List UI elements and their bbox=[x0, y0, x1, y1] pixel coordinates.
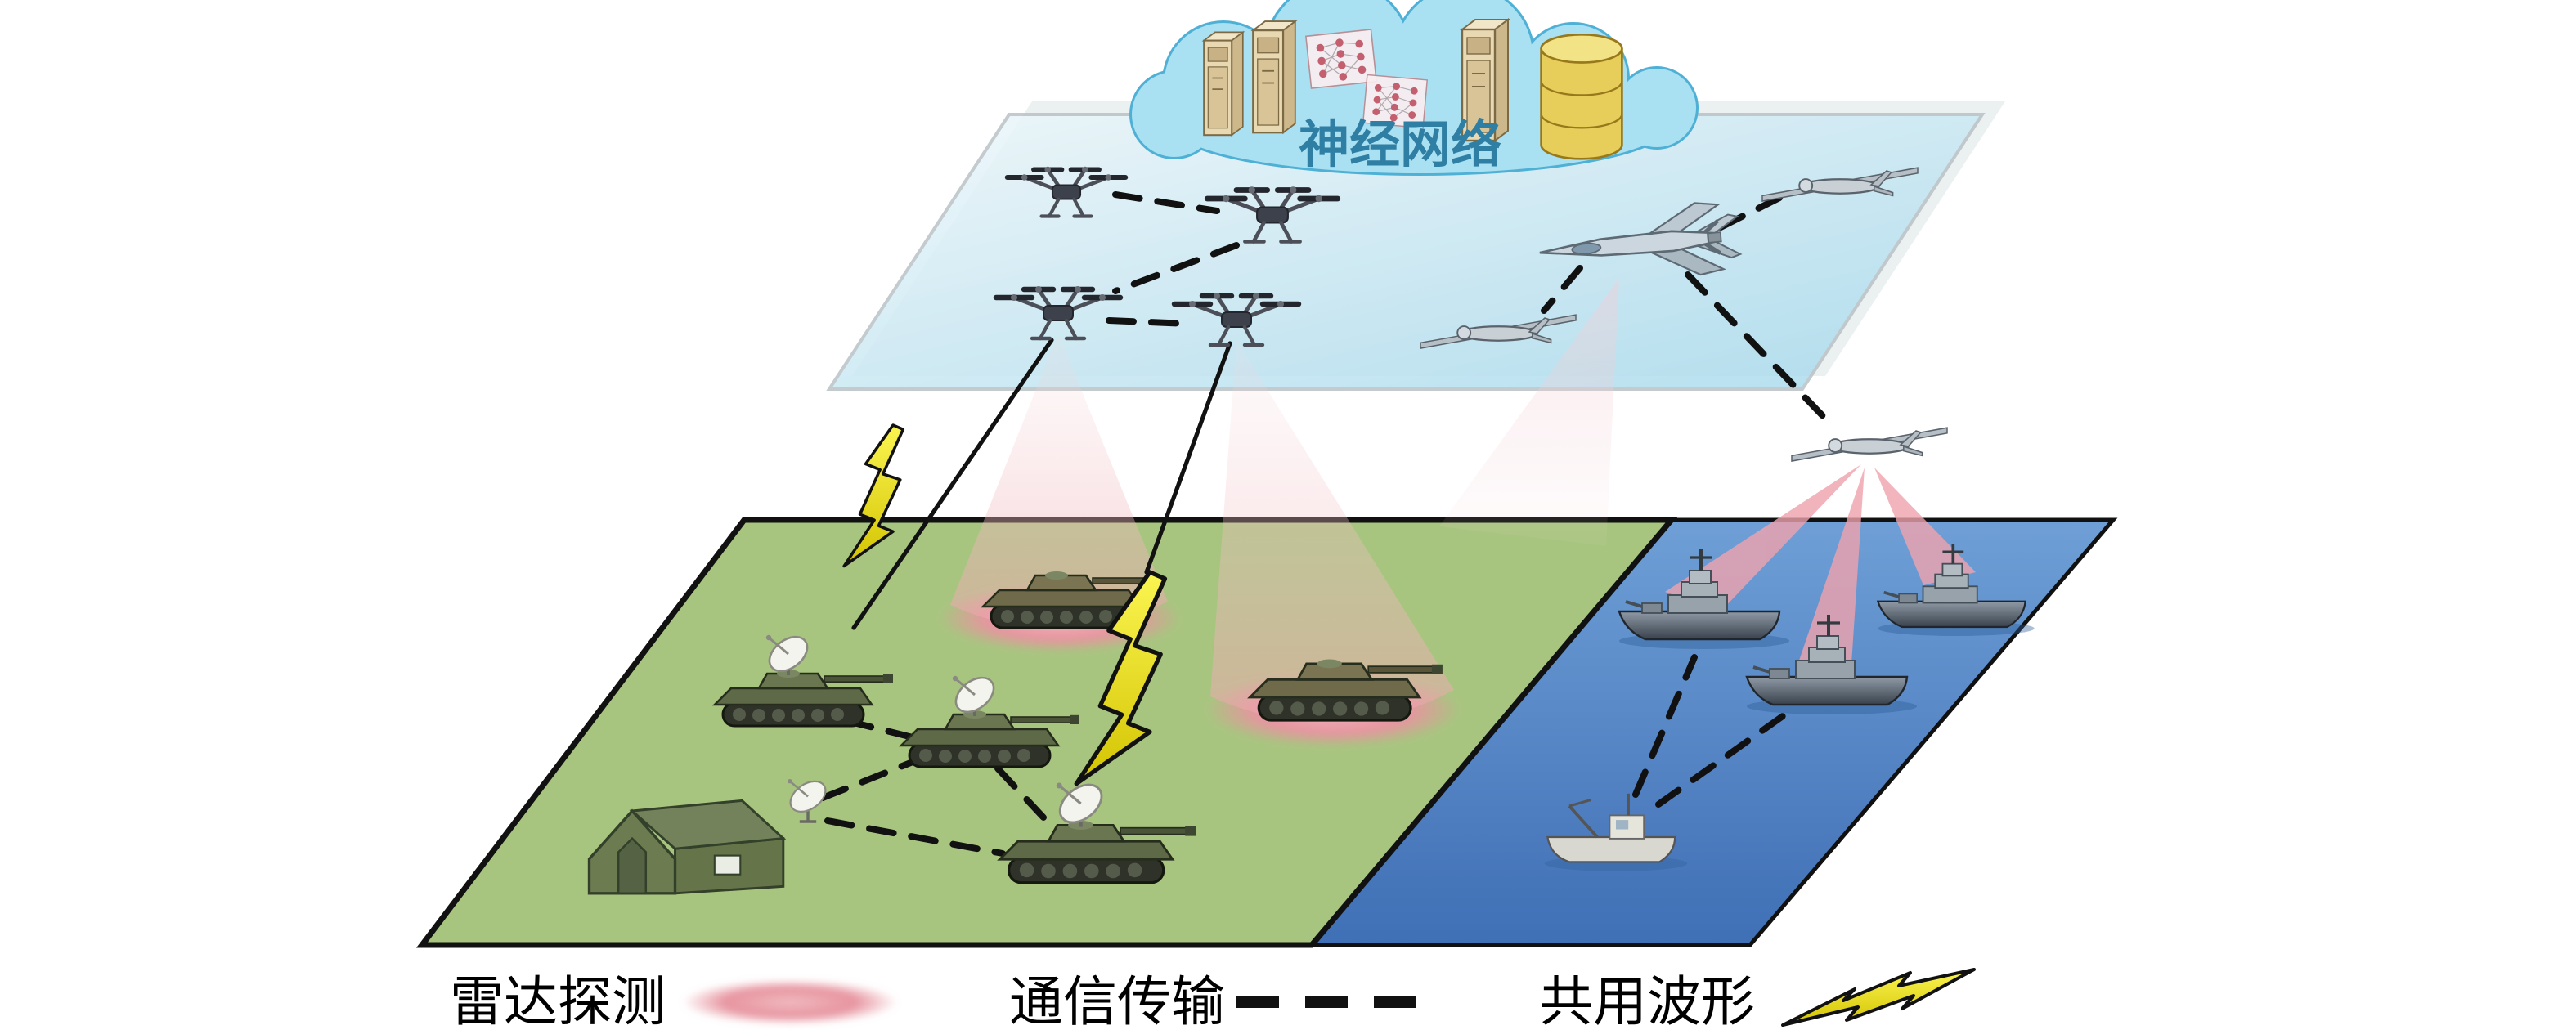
legend-radar-label: 雷达探测 bbox=[450, 970, 666, 1030]
comm-link bbox=[1112, 191, 1220, 214]
server-icon bbox=[1203, 31, 1244, 137]
database-icon bbox=[1540, 33, 1623, 160]
air-ground-link bbox=[1144, 341, 1232, 575]
server-icon bbox=[1252, 20, 1296, 134]
comm-link bbox=[819, 755, 924, 801]
air-ground-link bbox=[851, 338, 1054, 630]
lightning-bolt-sample bbox=[1781, 968, 1976, 1027]
comm-link bbox=[994, 765, 1047, 821]
radar-beam-cone bbox=[950, 334, 1168, 629]
neural-network-cloud: 神经网络 bbox=[1129, 0, 1699, 176]
neural-network-icon bbox=[1304, 28, 1378, 90]
uav-ship-beams bbox=[1665, 464, 1976, 664]
comm-link bbox=[1632, 654, 1698, 798]
comm-link bbox=[824, 817, 1006, 857]
jet-beam-cone bbox=[1439, 278, 1619, 546]
comm-link bbox=[1541, 265, 1583, 314]
legend: 雷达探测 通信传输 共用波形 bbox=[450, 968, 1976, 1030]
comm-link bbox=[1112, 242, 1240, 294]
comm-link bbox=[1106, 317, 1191, 327]
comm-link bbox=[1685, 271, 1829, 422]
cloud-label: 神经网络 bbox=[1299, 114, 1501, 174]
ship-beam bbox=[1665, 464, 1861, 611]
radar-ellipse-sample bbox=[682, 979, 898, 1025]
ship-beam bbox=[1799, 468, 1865, 664]
air-ground-links bbox=[851, 338, 1232, 630]
ship-beam bbox=[1874, 468, 1976, 585]
legend-waveform-label: 共用波形 bbox=[1539, 970, 1755, 1030]
radar-beam-cone bbox=[1210, 340, 1454, 723]
comm-link bbox=[1655, 713, 1786, 808]
legend-comm-label: 通信传输 bbox=[1009, 970, 1225, 1030]
fixed-wing-uav-icon bbox=[1790, 427, 1949, 463]
